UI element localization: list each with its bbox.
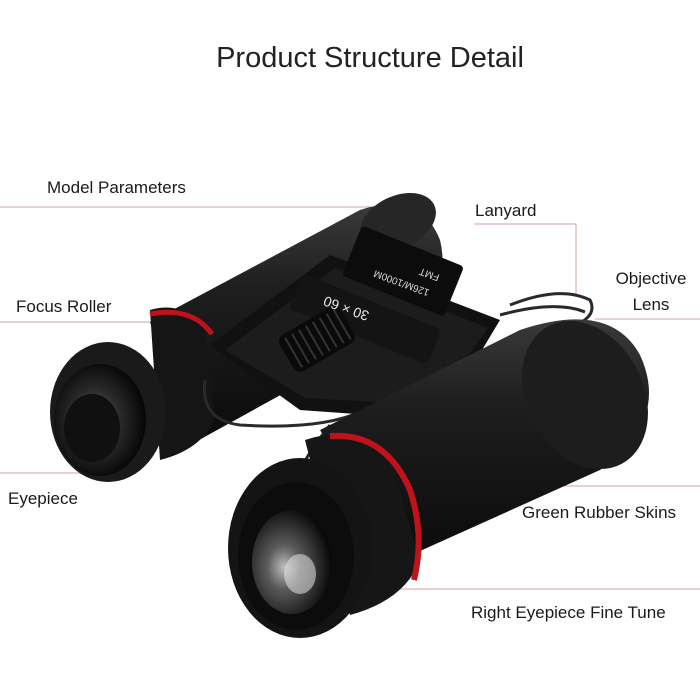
label-right-eyepiece-fine-tune: Right Eyepiece Fine Tune xyxy=(471,603,666,622)
label-lanyard: Lanyard xyxy=(475,201,537,220)
label-focus-roller: Focus Roller xyxy=(16,297,112,316)
label-green-rubber-skins: Green Rubber Skins xyxy=(522,503,677,522)
focus-roller-wheel xyxy=(279,306,355,372)
label-model-parameters: Model Parameters xyxy=(47,178,186,197)
label-eyepiece: Eyepiece xyxy=(8,489,78,508)
label-objective-line2: Lens xyxy=(632,295,670,314)
right-barrel xyxy=(228,319,649,638)
label-objective-line1: Objective xyxy=(615,269,687,288)
page-title: Product Structure Detail xyxy=(216,42,524,74)
label-objective-lens: Objective Lens xyxy=(608,266,694,318)
